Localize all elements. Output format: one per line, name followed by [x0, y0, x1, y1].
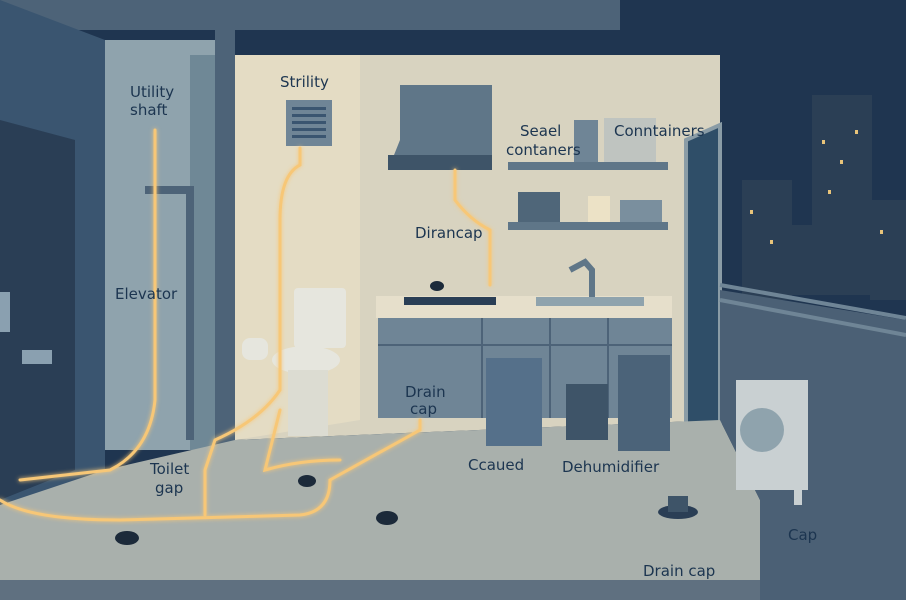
floor: [0, 420, 760, 580]
shelf-lower: [508, 222, 668, 230]
balcony-railing: [719, 283, 906, 337]
shelf-upper: [508, 162, 668, 170]
label-utility-shaft-2: shaft: [130, 101, 168, 119]
trash-bin: [486, 358, 542, 446]
cooktop: [404, 297, 496, 305]
faucet: [568, 258, 595, 297]
label-toilet-gap-2: gap: [155, 479, 183, 497]
label-cap: Cap: [788, 526, 817, 544]
range-hood: [388, 85, 492, 170]
small-bin: [566, 384, 608, 440]
label-dehumidifier: Dehumidifier: [562, 458, 660, 476]
label-toilet-gap: Toilet: [149, 460, 189, 478]
label-drain-cap-bottom: Drain cap: [643, 562, 715, 580]
balcony-door: [684, 121, 722, 475]
city-skyline: [742, 95, 906, 300]
label-elevator: Elevator: [115, 285, 178, 303]
label-strility: Strility: [280, 73, 329, 91]
label-containers: Conntainers: [614, 122, 705, 140]
balcony: [720, 290, 906, 600]
toilet: [294, 288, 346, 348]
label-ccaued: Ccaued: [468, 456, 524, 474]
mail-slot: [22, 350, 52, 364]
label-dirancap: Dirancap: [415, 224, 483, 242]
label-sealed-containers: Seael: [520, 122, 561, 140]
ceiling: [0, 0, 620, 30]
pipe: [145, 186, 194, 440]
cockroach-icons: [115, 281, 444, 545]
sink: [536, 297, 644, 306]
dehumidifier-unit: [618, 355, 670, 451]
toilet-paper: [242, 338, 268, 360]
label-sealed-containers-2: contaners: [506, 141, 581, 159]
label-drain-cap-2: cap: [410, 400, 437, 418]
container: [604, 118, 656, 162]
sealed-container: [574, 120, 598, 162]
label-utility-shaft: Utility: [130, 83, 174, 101]
door-handle: [0, 292, 10, 332]
door: [0, 120, 75, 500]
label-drain-cap: Drain: [405, 383, 446, 401]
